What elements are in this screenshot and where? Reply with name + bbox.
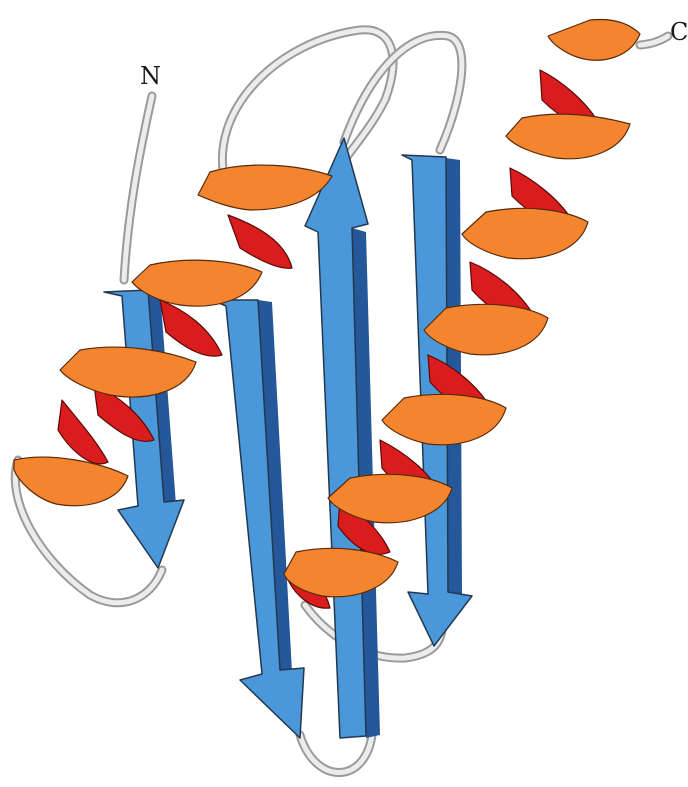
coil-loop-top-left (222, 30, 393, 185)
beta-strand-2 (212, 300, 304, 738)
n-terminus-label: N (140, 62, 161, 90)
c-terminus-label: C (670, 18, 688, 46)
alpha-helix-1 (14, 165, 332, 506)
beta-strand-3 (305, 138, 380, 738)
